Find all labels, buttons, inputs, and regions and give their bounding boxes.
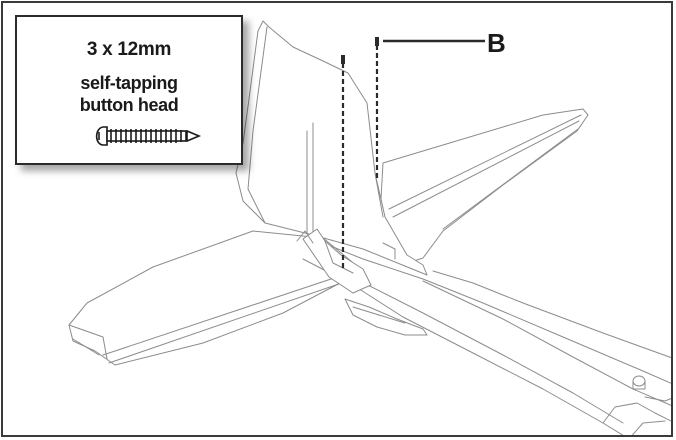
right-horizontal-stabilizer: [380, 108, 589, 264]
fuselage: [302, 238, 671, 435]
tail-cone: [296, 228, 428, 336]
screw-size-label: 3 x 12mm: [86, 39, 172, 60]
tail-assembly-illustration: [68, 20, 671, 435]
screw-type-line2: button head: [79, 95, 179, 115]
screw-guide-lines: [341, 45, 379, 269]
screw-markers: [341, 37, 379, 64]
screw-type-line1: self-tapping: [80, 73, 178, 93]
left-horizontal-stabilizer: [68, 230, 364, 366]
screw-spec-callout: 3 x 12mm self-tapping button head: [15, 15, 243, 165]
screw-icon: [95, 126, 202, 146]
fuselage-fitting: [632, 375, 671, 402]
label-b: B: [487, 28, 506, 58]
